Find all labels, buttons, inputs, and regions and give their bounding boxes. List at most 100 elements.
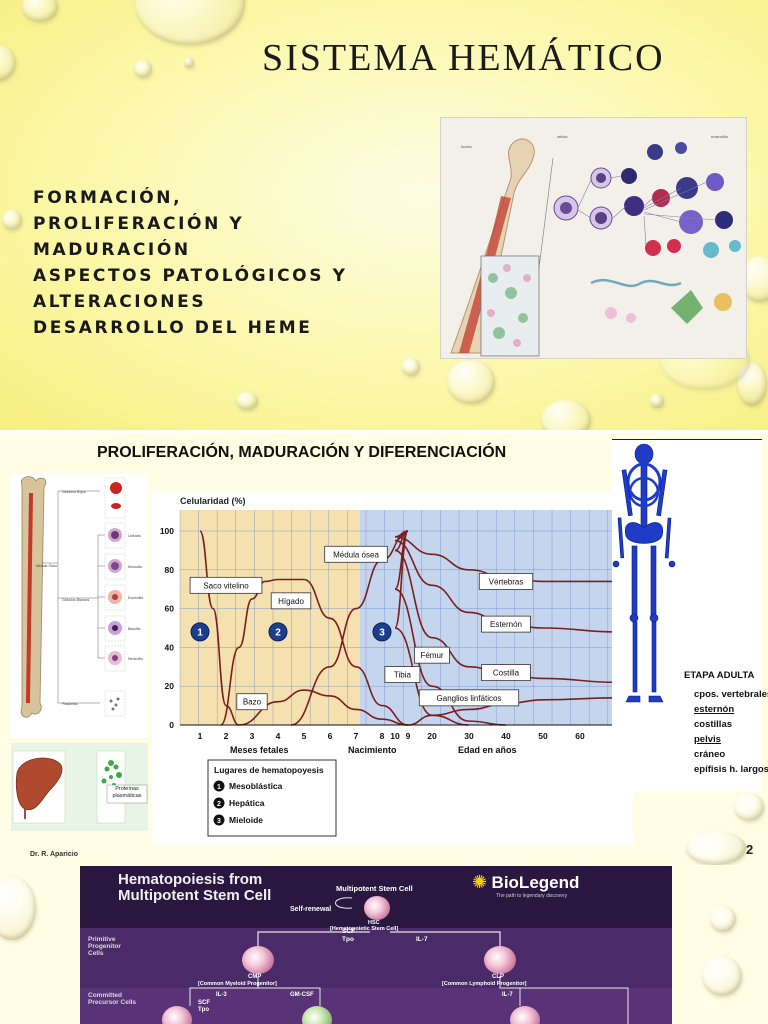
precursor-cell (302, 1006, 332, 1024)
bone-label: Eosinófilo (128, 596, 143, 600)
page-number: 2 (746, 842, 754, 857)
svg-text:Ganglios linfáticos: Ganglios linfáticos (437, 694, 502, 703)
svg-text:Bazo: Bazo (243, 698, 262, 707)
decorative-bubble (0, 876, 36, 940)
svg-text:Esternón: Esternón (490, 620, 522, 629)
chart-x-tick: 30 (464, 731, 474, 741)
decorative-bubble (22, 0, 58, 22)
chart-phase-marker (372, 622, 392, 642)
svg-text:Tibia: Tibia (394, 671, 412, 680)
chart-x-tick: 8 (380, 731, 385, 741)
decorative-bubble (734, 793, 764, 821)
chart-phase-marker-label: 3 (379, 627, 385, 638)
chart-y-tick: 100 (160, 526, 174, 536)
adult-stage-heading: ETAPA ADULTA (684, 670, 754, 681)
chart-phase-marker (268, 622, 288, 642)
legend-item-label: Mieloide (229, 815, 263, 825)
chart-x-tick: 60 (575, 731, 585, 741)
label-tpo: Tpo (198, 1007, 209, 1013)
svg-text:Costilla: Costilla (493, 669, 520, 678)
chart-x-tick: 10 (390, 731, 400, 741)
chart-series-label: Bazo (236, 693, 268, 711)
chart-series-line (394, 530, 470, 726)
legend-item-number: 2 (217, 801, 221, 808)
chart-series-line (394, 530, 617, 583)
chart-x-group-label: Edad en años (458, 745, 517, 755)
chart-y-tick: 0 (169, 720, 174, 730)
label-committed: Committed Precursor Cells (88, 992, 137, 1006)
decorative-bubble (710, 906, 736, 932)
bone-label: Neutrófilo (128, 657, 143, 661)
chart-series-line (394, 530, 618, 633)
chart-series-line (238, 689, 409, 726)
hematopoiesis-illustration-drawing: hueso célula eosinófilo (441, 118, 746, 358)
adult-marrow-site: esternón (694, 704, 735, 715)
bone-label: Médula Ósea (36, 563, 57, 568)
poster-arrows (189, 897, 629, 1024)
biolegend-logo: ✺ BioLegend The path to legendary discov… (472, 872, 579, 899)
bone-label: Basófilo (128, 627, 141, 631)
plasma-proteins-label: Proteínas plasmáticas (112, 786, 142, 799)
chart-series-label: Vértebras (478, 573, 534, 590)
chart-phase-marker (190, 622, 210, 642)
subtitle-line: FORMACIÓN, (33, 188, 183, 208)
chart-y-label: Celularidad (%) (180, 496, 246, 506)
label-il7: IL-7 (416, 936, 428, 943)
decorative-bubble (702, 956, 742, 996)
svg-text:Médula ósea: Médula ósea (333, 550, 379, 559)
label-hsc: HSC (368, 920, 380, 926)
chart-series-label: Esternón (481, 615, 531, 633)
chart-series-line (199, 530, 240, 726)
svg-text:Vértebras: Vértebras (489, 577, 524, 586)
svg-text:eosinófilo: eosinófilo (711, 134, 729, 139)
decorative-bubble (134, 60, 152, 78)
chart-series-line (394, 530, 507, 726)
chart-phase-marker-label: 2 (275, 627, 281, 638)
label-scf: SCF (198, 1000, 210, 1006)
chart-series-label: Ganglios linfáticos (418, 689, 520, 707)
decorative-bubble (541, 400, 591, 430)
chart-region-fetal (180, 510, 360, 725)
label-clp: CLP (492, 974, 504, 980)
label-cmp: CMP (248, 974, 262, 980)
bone-label: Linfocito (128, 534, 141, 538)
chart-x-tick: 7 (354, 731, 359, 741)
slide-1: SISTEMA HEMÁTICO FORMACIÓN, PROLIFERACIÓ… (0, 0, 768, 430)
subtitle-line: ASPECTOS PATOLÓGICOS Y (33, 266, 348, 286)
chart-x-tick: 2 (224, 731, 229, 741)
decorative-bubble (184, 58, 194, 68)
decorative-bubble (447, 360, 495, 404)
hematopoiesis-poster: Hematopoiesis from Multipotent Stem Cell… (80, 866, 672, 1024)
decorative-bubble (236, 392, 258, 410)
slide-footer: Dr. R. Aparicio (30, 851, 78, 858)
chart-series-label: Fémur (414, 646, 450, 664)
chart-x-tick: 5 (302, 731, 307, 741)
chart-x-group-label: Nacimiento (348, 745, 397, 755)
label-msc: Multipotent Stem Cell (336, 884, 413, 893)
svg-text:hueso: hueso (461, 144, 473, 149)
skeleton-panel: ETAPA ADULTA cpos. vertebrales esternón … (612, 439, 768, 792)
chart-x-tick: 20 (427, 731, 437, 741)
precursor-cell (510, 1006, 540, 1024)
label-clp-full: [Common Lymphoid Progenitor] (442, 981, 527, 987)
chart-x-tick: 1 (198, 731, 203, 741)
chart-series-label: Saco vitelino (189, 576, 263, 594)
chart-y-tick: 80 (165, 565, 175, 575)
chart-series-line (290, 530, 409, 726)
label-hsc-full: [Hematopoietic Stem Cell] (330, 926, 399, 932)
label-self-renewal: Self-renewal (290, 906, 332, 913)
chart-series-line (394, 530, 618, 684)
chart-y-tick: 60 (165, 604, 175, 614)
svg-text:Hígado: Hígado (278, 597, 304, 606)
chart-legend: Lugares de hematopoyesis 1 Mesoblástica … (207, 759, 337, 837)
chart-series-label: Costilla (481, 664, 531, 682)
chart-x-tick: 6 (328, 731, 333, 741)
bone-marrow-drawing: Glóbulos Rojos Médula Ósea Glóbulos Blan… (20, 476, 143, 718)
slide-2: PROLIFERACIÓN, MADURACIÓN Y DIFERENCIACI… (0, 433, 768, 865)
chart-x-group-label: Meses fetales (230, 745, 289, 755)
label-scf: SCF (342, 928, 355, 935)
decorative-bubble (650, 394, 664, 408)
chart-series-label: Hígado (270, 592, 312, 610)
decorative-bubble (686, 831, 746, 865)
